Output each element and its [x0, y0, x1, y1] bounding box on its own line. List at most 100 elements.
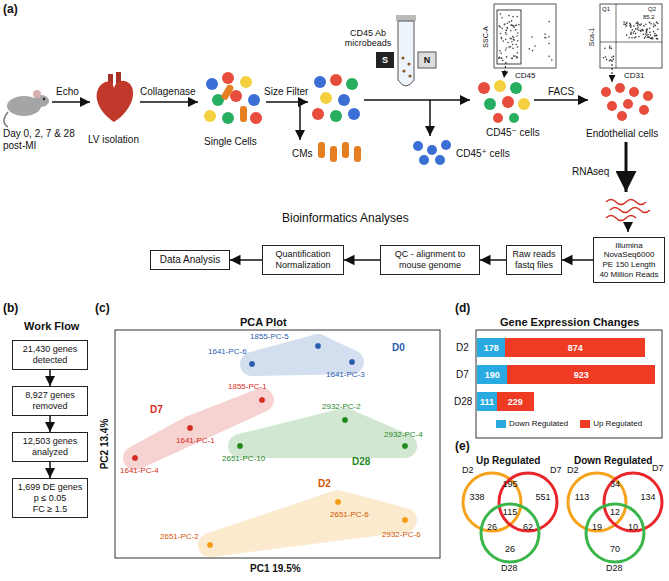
flow-dot: [626, 21, 628, 23]
flow-dot: [613, 56, 615, 58]
flow-dot: [654, 35, 656, 37]
cell-cluster: [312, 108, 324, 120]
gate-arrow: [612, 60, 613, 82]
annotation: RNAseq: [572, 166, 609, 178]
process-box: Data Analysis: [150, 250, 230, 270]
flow-dot: [635, 28, 637, 30]
process-arrow: [299, 102, 301, 140]
count-number: 338: [469, 492, 484, 502]
magnetic-tube: [402, 69, 405, 72]
group-hull: [252, 346, 352, 364]
cell-cluster: [601, 83, 653, 121]
point-label: 2932-PC-6: [382, 530, 421, 539]
process-box: Illumina NovaSeq6000 PE 150 Length 40 Mi…: [593, 237, 665, 283]
annotation: Echo: [56, 86, 79, 98]
axis-label: CD31: [624, 71, 644, 80]
flow-dot: [644, 37, 646, 39]
annotation: CD45⁺ cells: [456, 148, 510, 160]
cell-cluster: [206, 78, 218, 90]
row-label: D2: [456, 342, 469, 354]
flow-dot: [654, 35, 656, 37]
count-number: 62: [523, 522, 533, 532]
flow-arrow: [230, 259, 262, 261]
pca-frame: [115, 330, 440, 558]
pca-point: [402, 443, 409, 450]
flow-dot: [656, 35, 658, 37]
bar-frame: [476, 330, 662, 438]
count-number: 26: [505, 544, 515, 554]
point-label: 1641-PC-4: [120, 466, 159, 475]
flow-dot: [623, 23, 625, 25]
flow-dot: [657, 38, 659, 40]
process-arrow: [625, 142, 628, 192]
point-label: D2: [318, 478, 331, 490]
flow-dot: [501, 28, 503, 30]
annotation: Collagenase: [140, 86, 196, 98]
cell-cluster: [330, 74, 342, 86]
cell-cluster: [413, 141, 423, 151]
flow-dot: [506, 30, 508, 32]
cardiomyocyte-icon: [342, 142, 349, 158]
flow-dot: [635, 23, 637, 25]
flow-dot: [654, 33, 656, 35]
point-label: D0: [392, 342, 405, 354]
flow-dots: [498, 13, 552, 61]
process-arrow: [364, 99, 470, 101]
row-label: D7: [456, 369, 469, 381]
set-label: D7: [550, 465, 562, 475]
rna-icon: [606, 200, 646, 205]
flow-dot: [506, 29, 508, 31]
flow-arrow: [49, 416, 51, 432]
axis-label: SSC-A: [482, 26, 490, 47]
process-box: Raw reads fastq files: [506, 245, 562, 275]
flow-dot: [516, 44, 518, 46]
box-text: 923: [574, 370, 589, 380]
magnetic-tube: [418, 52, 436, 68]
legend-swatch: [580, 420, 590, 428]
bar-frame: [476, 330, 662, 438]
flow-dot: [650, 23, 652, 25]
cell-cluster: [441, 140, 451, 150]
flow-dot: [629, 23, 631, 25]
process-arrow: [266, 101, 308, 103]
axis-label: Sca-1: [588, 28, 596, 46]
cell-cluster: [478, 80, 530, 123]
cell-cluster: [494, 80, 506, 92]
box-text: FC ≥ 1.5: [17, 504, 83, 515]
flow-dot: [649, 22, 651, 24]
flow-dot: [516, 16, 518, 18]
heading: PCA Plot: [240, 316, 287, 329]
flow-dot: [637, 27, 639, 29]
flow-dot: [657, 23, 659, 25]
flow-dot: [551, 59, 553, 61]
row-label: D28: [454, 396, 472, 408]
flow-dot: [613, 59, 615, 61]
box-text: 8,927 genes removed: [17, 390, 83, 412]
count-number: 10: [628, 522, 638, 532]
process-box: 8,927 genes removed: [12, 386, 88, 416]
box-text: Quantification Normalization: [267, 249, 339, 271]
flow-dot: [513, 26, 515, 28]
flow-dot: [534, 45, 536, 47]
flow-dot: [509, 21, 511, 23]
flow-dot: [516, 57, 518, 59]
box-text: Data Analysis: [155, 254, 225, 266]
flow-dot: [642, 29, 644, 31]
cell-cluster: [338, 94, 350, 106]
flow-dot: [548, 21, 550, 23]
group-hull: [252, 346, 352, 364]
flow-dot: [502, 60, 504, 62]
flow-dot: [517, 40, 519, 42]
cell-cluster: [248, 94, 260, 106]
mouse-icon: [33, 90, 41, 98]
point-label: 2651-PC-6: [330, 510, 369, 519]
flow-dot: [640, 30, 642, 32]
point-label: 1641-PC-1: [176, 436, 215, 445]
cell-cluster: [484, 98, 496, 110]
flow-dot: [514, 55, 516, 57]
count-number: 113: [575, 492, 589, 502]
flow-dot: [633, 32, 635, 34]
cell-cluster: [220, 84, 234, 101]
flow-dot: [504, 23, 506, 25]
flow-dot: [512, 16, 514, 18]
